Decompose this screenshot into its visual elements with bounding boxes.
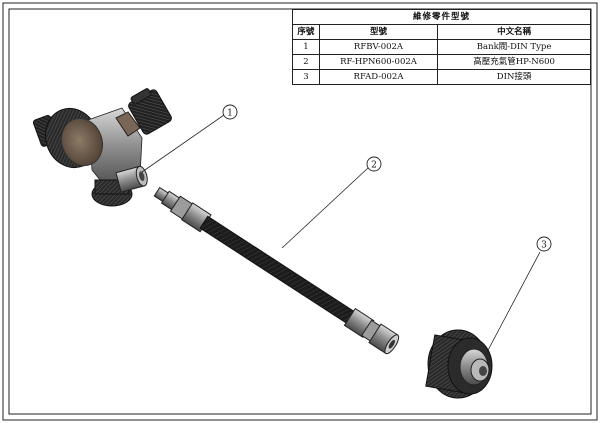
row-name: 高壓充氣管HP-N600 [437,54,591,70]
callout-3: 3 [485,236,552,355]
table-row: 3 RFAD-002A DIN接頭 [292,69,591,85]
table-title: 維修零件型號 [292,9,591,25]
header-model: 型號 [318,24,439,40]
bank-valve-part [32,88,172,207]
row-no: 1 [292,39,320,55]
row-model: RF-HPN600-002A [318,54,439,70]
row-no: 3 [292,69,320,85]
parts-table: 維修零件型號 序號 型號 中文名稱 1 RFBV-002A Bank閥-DIN … [292,9,591,85]
row-name: DIN接頭 [437,69,591,85]
row-name: Bank閥-DIN Type [437,39,591,55]
callout-1-label: 1 [227,109,233,119]
row-model: RFBV-002A [318,39,439,55]
table-header-row: 序號 型號 中文名稱 [292,24,591,40]
hp-hose-part [153,186,400,355]
row-model: RFAD-002A [318,69,439,85]
table-title-row: 維修零件型號 [292,9,591,25]
callout-2-label: 2 [371,161,377,171]
header-name: 中文名稱 [437,24,591,40]
callout-2: 2 [281,156,382,249]
callout-3-label: 3 [541,241,547,251]
table-row: 1 RFBV-002A Bank閥-DIN Type [292,39,591,55]
row-no: 2 [292,54,320,70]
din-adapter-part [425,329,493,399]
header-no: 序號 [292,24,320,40]
callout-1: 1 [141,104,238,173]
table-row: 2 RF-HPN600-002A 高壓充氣管HP-N600 [292,54,591,70]
